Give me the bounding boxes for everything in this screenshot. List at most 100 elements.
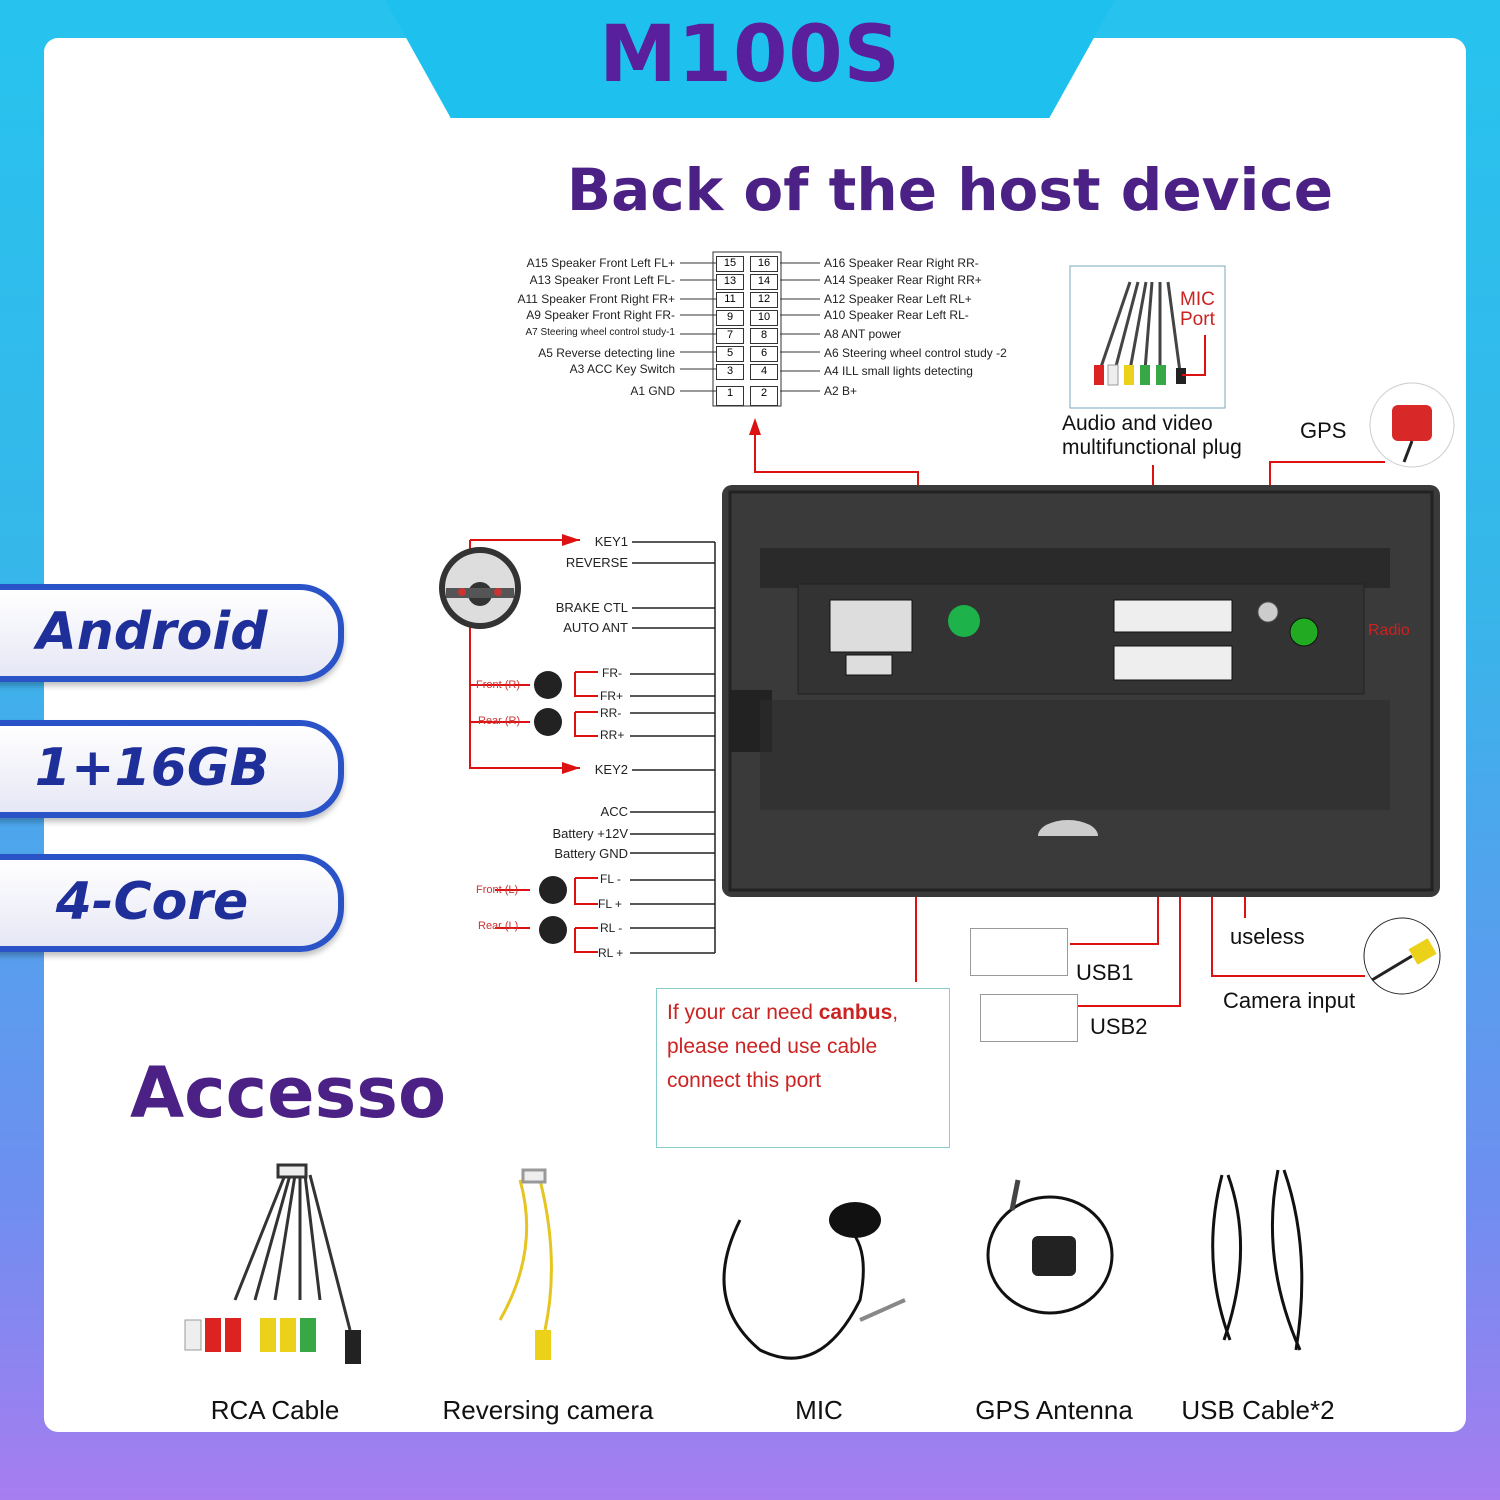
spec-label: Android [36, 602, 268, 662]
pin-number: 9 [716, 310, 744, 326]
spec-label: 4-Core [55, 872, 249, 932]
canbus-note: If your car need canbus, please need use… [656, 988, 950, 1148]
useless-label: useless [1230, 924, 1305, 949]
speaker-label: Front (L) [476, 884, 519, 896]
wire-label: RR+ [600, 728, 625, 742]
gps-label: GPS [1300, 418, 1347, 443]
spec-badge-cpu: 4-Core [0, 854, 344, 952]
pin-label: A13 Speaker Front Left FL- [529, 273, 675, 287]
mic-port-line: MIC [1180, 289, 1215, 310]
pin-number: 3 [716, 364, 744, 380]
camera-input-label: Camera input [1223, 988, 1356, 1013]
pin-number: 4 [750, 364, 778, 380]
pin-label: A8 ANT power [824, 327, 902, 341]
canbus-line: connect this port [667, 1069, 822, 1092]
pin-number: 8 [750, 328, 778, 344]
av-plug-line: Audio and video [1062, 412, 1213, 435]
accessories-title: Accesso [130, 1052, 447, 1134]
pin-label: A12 Speaker Rear Left RL+ [824, 292, 972, 306]
pin-label: A14 Speaker Rear Right RR+ [824, 273, 982, 287]
wire-label: AUTO ANT [563, 620, 628, 635]
wire-label: BRAKE CTL [555, 600, 628, 615]
pin-number: 5 [716, 346, 744, 362]
accessory-label: USB Cable*2 [1181, 1395, 1335, 1425]
av-plug-label: Audio and video multifunctional plug [1062, 412, 1242, 460]
wire-label: FL - [600, 872, 621, 886]
wire-label: ACC [600, 804, 628, 819]
mic-port-line: Port [1180, 309, 1215, 330]
av-plug-line: multifunctional plug [1062, 436, 1242, 459]
rca-cable-icon [233, 1163, 352, 1331]
pin-number: 1 [716, 386, 744, 406]
usb1-label: USB1 [1076, 960, 1134, 985]
camera-rca-icon [1363, 917, 1441, 995]
wire-label: REVERSE [565, 555, 628, 570]
pin-number: 6 [750, 346, 778, 362]
pin-number: 14 [750, 274, 778, 290]
wire-label: Battery +12V [552, 826, 628, 841]
wire-label: Battery GND [554, 846, 628, 861]
pin-label: A10 Speaker Rear Left RL- [824, 308, 969, 322]
pin-label: A1 GND [630, 384, 675, 398]
pin-label: A4 ILL small lights detecting [824, 364, 973, 378]
usb2-photo [980, 994, 1078, 1042]
usb1-photo [970, 928, 1068, 976]
page-title: Back of the host device [566, 156, 1334, 224]
canbus-line: please need use cable [667, 1035, 878, 1058]
spec-label: 1+16GB [34, 738, 270, 798]
usb-cable-icon [1211, 1169, 1304, 1351]
wire-label: RL + [598, 946, 624, 960]
wire-label: KEY2 [594, 762, 628, 777]
canbus-keyword: canbus [818, 1001, 893, 1024]
pin-label: A3 ACC Key Switch [569, 362, 675, 376]
av-cable-icon [1094, 281, 1206, 386]
wire-label: FL + [598, 897, 622, 911]
model-name: M100S [599, 10, 901, 100]
pin-label: A2 B+ [824, 384, 858, 398]
header-banner [385, 0, 1115, 118]
mic-icon [722, 1202, 906, 1360]
pin-label: A16 Speaker Rear Right RR- [824, 256, 979, 270]
accessory-label: Reversing camera [442, 1395, 654, 1425]
usb2-label: USB2 [1090, 1014, 1148, 1039]
gps-antenna-icon [986, 1179, 1114, 1315]
pin-number: 10 [750, 310, 778, 326]
pin-label: A5 Reverse detecting line [538, 346, 675, 360]
canbus-text: , [892, 1001, 899, 1024]
pin-number: 2 [750, 386, 778, 406]
wire-label: FR+ [600, 689, 624, 703]
pin-number: 13 [716, 274, 744, 290]
wire-label: RL - [600, 921, 623, 935]
rca-plug-icon [184, 1318, 361, 1364]
speaker-icon [534, 671, 567, 944]
accessory-label: MIC [795, 1395, 843, 1425]
gps-puck-icon [1369, 382, 1455, 468]
pin-label: A6 Steering wheel control study -2 [824, 346, 1007, 360]
pin-number: 7 [716, 328, 744, 344]
head-unit-back [722, 485, 1440, 897]
spec-badge-memory: 1+16GB [0, 720, 344, 818]
pin-label: A11 Speaker Front Right FR+ [517, 292, 675, 306]
wire-label: RR- [600, 706, 622, 720]
spec-badge-os: Android [0, 584, 344, 682]
pin-number: 15 [716, 256, 744, 272]
connector-body [712, 251, 782, 407]
pin-label: A9 Speaker Front Right FR- [526, 308, 675, 322]
canbus-line: If your car need canbus, [667, 1001, 898, 1025]
wire-label: FR- [602, 666, 622, 680]
pin-label: A7 Steering wheel control study-1 [525, 327, 675, 338]
accessory-label: RCA Cable [210, 1395, 340, 1425]
accessory-label: GPS Antenna [975, 1395, 1133, 1425]
speaker-label: Front (R) [476, 679, 520, 691]
wire-label: KEY1 [594, 534, 628, 549]
steering-wheel-icon [439, 547, 521, 629]
speaker-label: Rear (R) [478, 715, 521, 727]
speaker-label: Rear (L) [478, 920, 519, 932]
radio-label: Radio [1368, 622, 1410, 639]
pin-label: A15 Speaker Front Left FL+ [526, 256, 675, 270]
mic-port-label: MIC Port [1180, 290, 1215, 330]
pin-number: 16 [750, 256, 778, 272]
pin-number: 12 [750, 292, 778, 308]
pin-number: 11 [716, 292, 744, 308]
